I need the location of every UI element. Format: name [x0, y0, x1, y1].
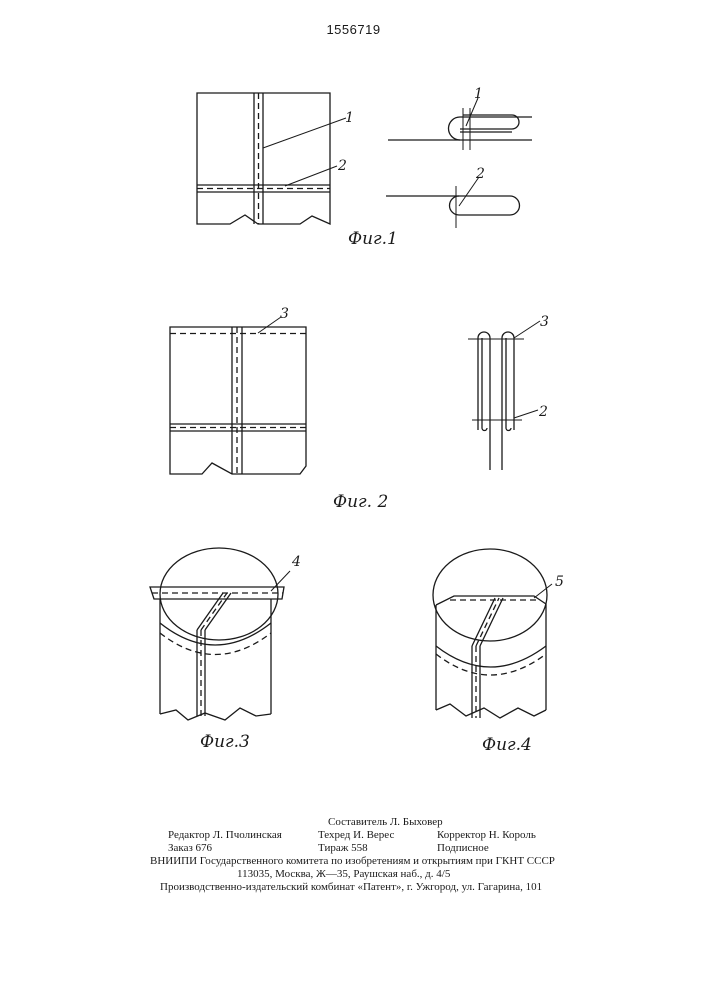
footer-subscription: Подписное	[437, 842, 489, 855]
fig3-cylinder	[150, 548, 290, 720]
fig1-sections	[386, 98, 532, 228]
fig3-label-4: 4	[291, 554, 301, 570]
fig2-section-label-3: 3	[540, 314, 549, 330]
footer-order: Заказ 676	[168, 842, 212, 855]
fig2-caption: Фиг. 2	[333, 492, 388, 512]
fig1-caption: Фиг.1	[348, 229, 398, 249]
footer-compiler: Составитель Л. Быховер	[328, 816, 443, 829]
fig1-label-1: 1	[345, 110, 354, 126]
fig4-cylinder	[433, 549, 552, 718]
fig2-section-label-2: 2	[538, 404, 548, 420]
footer-org: ВНИИПИ Государственного комитета по изоб…	[150, 855, 555, 868]
fig1-section-label-2: 2	[475, 166, 485, 182]
fig3-caption: Фиг.3	[200, 732, 250, 752]
footer-editor: Редактор Л. Пчолинская	[168, 829, 282, 842]
footer-techred: Техред И. Верес	[318, 829, 394, 842]
fig4-label-5: 5	[555, 574, 564, 590]
fig1-section-label-1: 1	[474, 86, 483, 102]
footer-address: 113035, Москва, Ж—35, Раушская наб., д. …	[237, 868, 450, 881]
footer-plant: Производственно-издательский комбинат «П…	[160, 881, 542, 894]
fig2-label-3: 3	[280, 306, 289, 322]
fig2-section	[468, 321, 540, 470]
fig1-label-2: 2	[337, 158, 347, 174]
fig1-panel	[197, 93, 346, 224]
fig4-caption: Фиг.4	[482, 735, 532, 755]
footer-circulation: Тираж 558	[318, 842, 368, 855]
footer-corrector: Корректор Н. Король	[437, 829, 536, 842]
fig2-panel	[170, 317, 306, 474]
